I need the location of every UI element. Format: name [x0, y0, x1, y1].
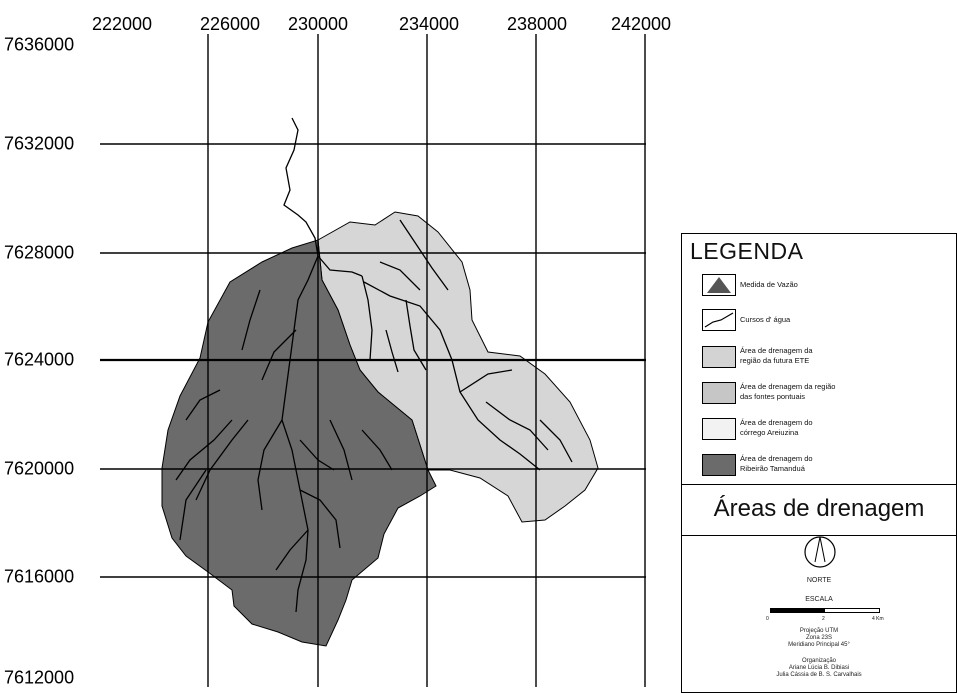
y-coord-label: 7636000: [4, 34, 75, 55]
map-title-box: Áreas de drenagem: [682, 484, 956, 536]
y-coord-label: 7632000: [4, 133, 75, 154]
legend-panel: LEGENDA Medida de Vazão Cursos d' água Á…: [681, 233, 957, 693]
legend-item-flow-measure: Medida de Vazão: [702, 274, 952, 304]
drainage-area-dark: [161, 239, 437, 647]
x-coord-label: 226000: [199, 14, 261, 34]
x-coord-label: 230000: [287, 14, 349, 34]
map-title: Áreas de drenagem: [713, 495, 925, 522]
swatch-ete-area: [702, 346, 736, 368]
swatch-tamandua: [702, 454, 736, 476]
north-arrow-icon: [802, 534, 838, 575]
scale-tick: 2: [822, 616, 825, 622]
scale-tick: 0: [766, 616, 769, 622]
projection-line: Zona 23S: [805, 635, 833, 641]
x-coord-label: 222000: [91, 14, 153, 34]
triangle-icon: [702, 274, 736, 296]
projection-line: Projeção UTM: [799, 628, 839, 634]
map-grid: [100, 34, 646, 687]
legend-title: LEGENDA: [690, 238, 804, 264]
swatch-areiuzina: [702, 418, 736, 440]
x-coord-label: 234000: [398, 14, 460, 34]
north-label: NORTE: [806, 577, 832, 584]
scale-bar: [770, 608, 880, 613]
swatch-point-sources: [702, 382, 736, 404]
x-coord-label: 242000: [610, 14, 672, 34]
river-line-icon: [702, 309, 736, 331]
organization-line: Organização: [801, 658, 837, 664]
scale-label: ESCALA: [805, 596, 833, 603]
y-coord-label: 7620000: [4, 458, 75, 479]
organization-line: Ariane Lúcia B. Dibiasi: [788, 665, 850, 671]
projection-line: Meridiano Principal 45°: [788, 642, 850, 648]
y-coord-label: 7624000: [4, 349, 75, 370]
scale-tick: 4 Km: [872, 616, 884, 622]
legend-item-rivers: Cursos d' água: [702, 309, 952, 339]
legend-label: Medida de Vazão: [740, 280, 798, 289]
x-coord-label: 238000: [506, 14, 568, 34]
rivers: [175, 117, 573, 613]
organization-line: Julia Cássia de B. S. Carvalhais: [776, 672, 862, 678]
y-coord-label: 7616000: [4, 566, 75, 587]
y-coord-label: 7612000: [4, 667, 75, 688]
y-coord-label: 7628000: [4, 242, 75, 263]
legend-label: Cursos d' água: [740, 315, 791, 324]
